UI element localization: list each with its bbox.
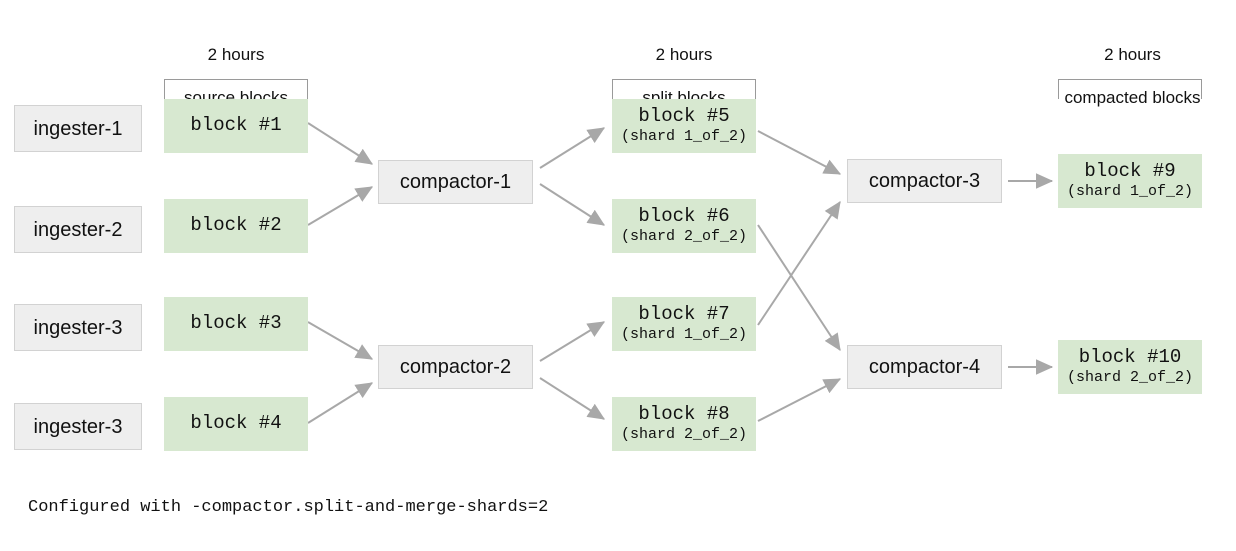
node-block-5[interactable]: block #5 (shard 1_of_2): [612, 99, 756, 153]
node-ingester-2[interactable]: ingester-2: [14, 206, 142, 253]
group-label-compacted-line1: 2 hours: [1104, 44, 1161, 64]
node-block-4-title: block #4: [190, 412, 282, 435]
edge-block8-compactor4: [757, 378, 842, 422]
node-compactor-2-label: compactor-2: [399, 356, 512, 378]
diagram-caption: Configured with -compactor.split-and-mer…: [28, 498, 549, 517]
node-block-8-title: block #8: [638, 402, 730, 425]
node-block-9-sub: (shard 1_of_2): [1066, 183, 1194, 201]
node-block-10-sub: (shard 2_of_2): [1066, 369, 1194, 387]
node-block-9-title: block #9: [1084, 159, 1176, 182]
edge-block5-compactor3: [757, 130, 842, 175]
edge-block3-compactor2: [307, 321, 374, 360]
node-block-7[interactable]: block #7 (shard 1_of_2): [612, 297, 756, 351]
node-ingester-3a[interactable]: ingester-3: [14, 304, 142, 351]
edge-compactor1-block5: [539, 127, 606, 169]
node-block-3[interactable]: block #3: [164, 297, 308, 351]
node-block-7-sub: (shard 1_of_2): [620, 326, 748, 344]
group-bracket-source: [164, 79, 308, 99]
node-compactor-3[interactable]: compactor-3: [847, 159, 1002, 203]
node-ingester-3a-label: ingester-3: [33, 316, 123, 339]
node-block-8[interactable]: block #8 (shard 2_of_2): [612, 397, 756, 451]
node-compactor-4[interactable]: compactor-4: [847, 345, 1002, 389]
node-block-6-title: block #6: [638, 204, 730, 227]
node-block-1[interactable]: block #1: [164, 99, 308, 153]
node-block-6-sub: (shard 2_of_2): [620, 228, 748, 246]
node-block-6[interactable]: block #6 (shard 2_of_2): [612, 199, 756, 253]
node-block-10-title: block #10: [1078, 345, 1182, 368]
node-ingester-3b[interactable]: ingester-3: [14, 403, 142, 450]
node-block-7-title: block #7: [638, 302, 730, 325]
edge-compactor2-block8: [539, 377, 606, 420]
node-compactor-4-label: compactor-4: [868, 356, 981, 378]
edge-block7-compactor3: [757, 201, 841, 326]
node-block-4[interactable]: block #4: [164, 397, 308, 451]
node-ingester-2-label: ingester-2: [33, 218, 123, 241]
node-block-5-title: block #5: [638, 104, 730, 127]
node-compactor-1[interactable]: compactor-1: [378, 160, 533, 204]
group-label-split-line1: 2 hours: [655, 44, 713, 64]
node-compactor-2[interactable]: compactor-2: [378, 345, 533, 389]
edge-block6-compactor4: [757, 224, 841, 352]
node-ingester-1[interactable]: ingester-1: [14, 105, 142, 152]
group-label-compacted-line2: compacted blocks: [1064, 88, 1201, 108]
group-bracket-compacted: [1058, 79, 1202, 99]
node-block-1-title: block #1: [190, 114, 282, 137]
node-block-2[interactable]: block #2: [164, 199, 308, 253]
group-label-source-line1: 2 hours: [207, 44, 265, 64]
group-bracket-split: [612, 79, 756, 99]
node-block-2-title: block #2: [190, 214, 282, 237]
edge-block1-compactor1: [307, 122, 374, 165]
edge-block2-compactor1: [307, 186, 374, 226]
node-block-5-sub: (shard 1_of_2): [620, 128, 748, 146]
node-block-10[interactable]: block #10 (shard 2_of_2): [1058, 340, 1202, 394]
group-label-compacted: 2 hours compacted blocks: [1045, 22, 1220, 131]
edge-compactor1-block6: [539, 183, 606, 226]
edge-compactor2-block7: [539, 321, 606, 362]
edge-block4-compactor2: [307, 382, 374, 424]
node-block-3-title: block #3: [190, 312, 282, 335]
node-block-8-sub: (shard 2_of_2): [620, 426, 748, 444]
node-block-9[interactable]: block #9 (shard 1_of_2): [1058, 154, 1202, 208]
node-compactor-1-label: compactor-1: [399, 171, 512, 193]
node-compactor-3-label: compactor-3: [868, 170, 981, 192]
node-ingester-1-label: ingester-1: [33, 117, 123, 140]
node-ingester-3b-label: ingester-3: [33, 415, 123, 438]
